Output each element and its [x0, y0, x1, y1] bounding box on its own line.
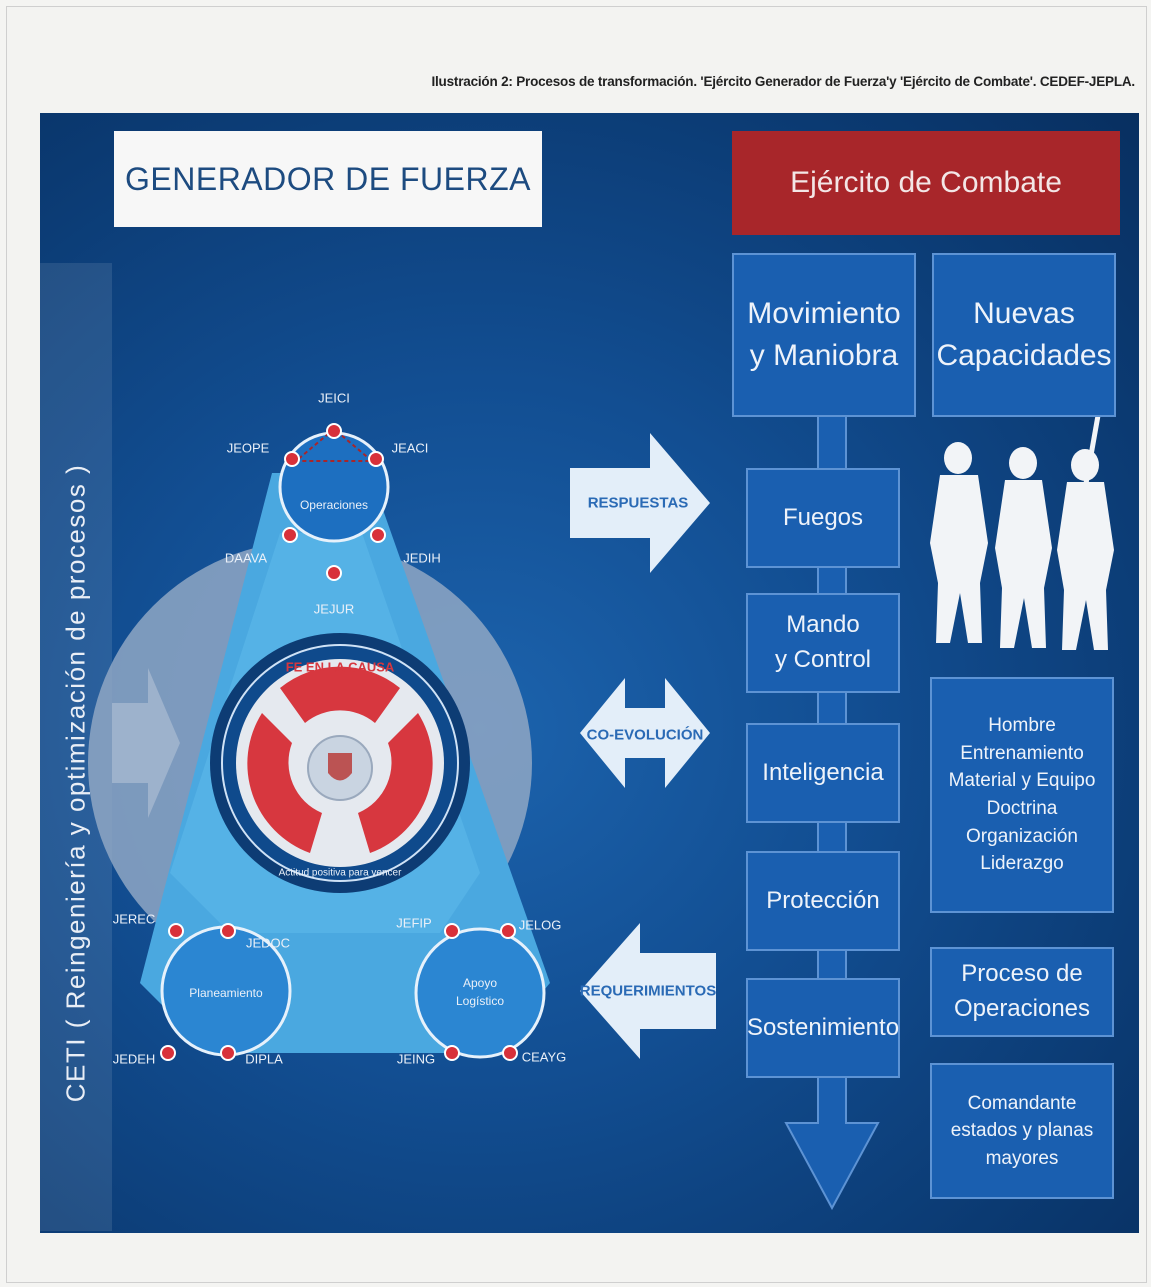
sostenimiento-label: Sostenimiento — [746, 1013, 900, 1041]
node-jerec — [168, 923, 184, 939]
requerimientos-label: REQUERIMIENTOS — [579, 982, 717, 1000]
node-jeici — [326, 423, 342, 439]
label-jejur: JEJUR — [313, 601, 355, 617]
label-jedoc: JEDOC — [245, 935, 291, 951]
list-item-doctrina: Doctrina — [986, 798, 1058, 819]
nuevas-line1: Nuevas — [973, 297, 1075, 330]
comandante-line2: estados y planas — [950, 1120, 1094, 1142]
label-jelog: JELOG — [518, 917, 562, 933]
soldier-rifle — [1080, 413, 1101, 503]
node-dots — [160, 423, 518, 1061]
label-ceayg: CEAYG — [521, 1049, 567, 1065]
fuegos-box: Fuegos — [746, 468, 900, 568]
soldier-body-3 — [1057, 482, 1114, 650]
list-item-entrenamiento: Entrenamiento — [960, 742, 1084, 764]
list-item-material: Material y Equipo — [948, 770, 1096, 792]
label-jedih: JEDIH — [403, 550, 441, 566]
operaciones-label: Operaciones — [299, 498, 369, 512]
node-jeing — [444, 1045, 460, 1061]
label-dipla: DIPLA — [245, 1051, 283, 1067]
inteligencia-box: Inteligencia — [746, 723, 900, 823]
node-jeope — [284, 451, 300, 467]
diagram-panel: CETI ( Reingeniería y optimización de pr… — [40, 113, 1139, 1233]
respuestas-label: RESPUESTAS — [587, 494, 689, 512]
list-item-organizacion: Organización — [966, 825, 1078, 847]
node-jedeh — [160, 1045, 176, 1061]
respuestas-arrow — [570, 433, 710, 573]
operaciones-triangle — [293, 427, 375, 462]
comandante-line1: Comandante — [967, 1092, 1077, 1114]
label-jefip: JEFIP — [396, 915, 432, 931]
operaciones-circle — [278, 431, 390, 543]
nuevas-line2: Capacidades — [936, 339, 1112, 372]
nuevas-capacidades-box: Nuevas Capacidades — [932, 253, 1116, 417]
mando-line2: y Control — [774, 646, 872, 673]
diagram-shapes — [88, 412, 1114, 1211]
sostenimiento-box: Sostenimiento — [746, 978, 900, 1078]
red-segment-left — [247, 713, 322, 853]
movimiento-line2: y Maniobra — [749, 339, 899, 372]
red-segment-top — [280, 666, 400, 723]
proteccion-label: Protección — [766, 886, 880, 914]
red-segment-right — [358, 713, 433, 853]
node-jefip — [444, 923, 460, 939]
node-jedih — [370, 527, 386, 543]
combate-header: Ejército de Combate — [732, 131, 1120, 235]
proteccion-box: Protección — [746, 851, 900, 951]
proceso-box: Proceso de Operaciones — [930, 947, 1114, 1037]
coevolucion-label: CO-EVOLUCIÓN — [586, 726, 704, 744]
coevolucion-arrow — [580, 678, 710, 788]
comandante-line3: mayores — [985, 1147, 1059, 1169]
list-item-hombre: Hombre — [988, 715, 1056, 737]
comandante-box: Comandante estados y planas mayores — [930, 1063, 1114, 1199]
fuegos-label: Fuegos — [782, 503, 864, 531]
apoyo-circle — [414, 927, 546, 1059]
soldier-body-1 — [930, 475, 988, 643]
list-item-liderazgo: Liderazgo — [980, 853, 1064, 875]
label-jerec: JEREC — [112, 911, 156, 927]
capacidades-list-box: Hombre Entrenamiento Material y Equipo D… — [930, 677, 1114, 913]
label-jeaci: JEACI — [391, 440, 429, 456]
generador-header: GENERADOR DE FUERZA — [114, 131, 542, 227]
soldier-head-1 — [944, 442, 972, 474]
label-jedeh: JEDEH — [112, 1051, 156, 1067]
inteligencia-label: Inteligencia — [762, 758, 884, 786]
proceso-line2: Operaciones — [953, 995, 1091, 1022]
apoyo-label-1: Apoyo — [462, 976, 498, 990]
label-jeici: JEICI — [318, 390, 350, 406]
mando-box: Mando y Control — [746, 593, 900, 693]
proceso-line1: Proceso de — [961, 960, 1083, 988]
soldier-body-2 — [995, 480, 1052, 648]
soldier-head-2 — [1009, 447, 1037, 479]
node-jeaci — [368, 451, 384, 467]
node-jelog — [500, 923, 516, 939]
movimiento-line1: Movimiento — [747, 297, 901, 330]
node-dipla — [220, 1045, 236, 1061]
figure-caption: Ilustración 2: Procesos de transformació… — [431, 74, 1135, 89]
requerimientos-arrow — [580, 923, 716, 1059]
mando-line1: Mando — [786, 611, 860, 639]
node-jejur — [326, 565, 342, 581]
planeamiento-label: Planeamiento — [189, 986, 263, 1000]
fe-en-la-causa-label: FE EN LA CAUSA — [285, 659, 395, 675]
node-ceayg — [502, 1045, 518, 1061]
soldier-silhouettes — [930, 413, 1114, 650]
actitud-label: Actitud positiva para vencer — [278, 867, 402, 879]
node-jedoc — [220, 923, 236, 939]
label-daava: DAAVA — [224, 550, 268, 566]
label-jeope: JEOPE — [226, 440, 270, 456]
node-daava — [282, 527, 298, 543]
label-jeing: JEING — [396, 1051, 436, 1067]
movimiento-box: Movimiento y Maniobra — [732, 253, 916, 417]
apoyo-label-2: Logístico — [455, 994, 505, 1008]
crest-shield — [328, 753, 352, 781]
